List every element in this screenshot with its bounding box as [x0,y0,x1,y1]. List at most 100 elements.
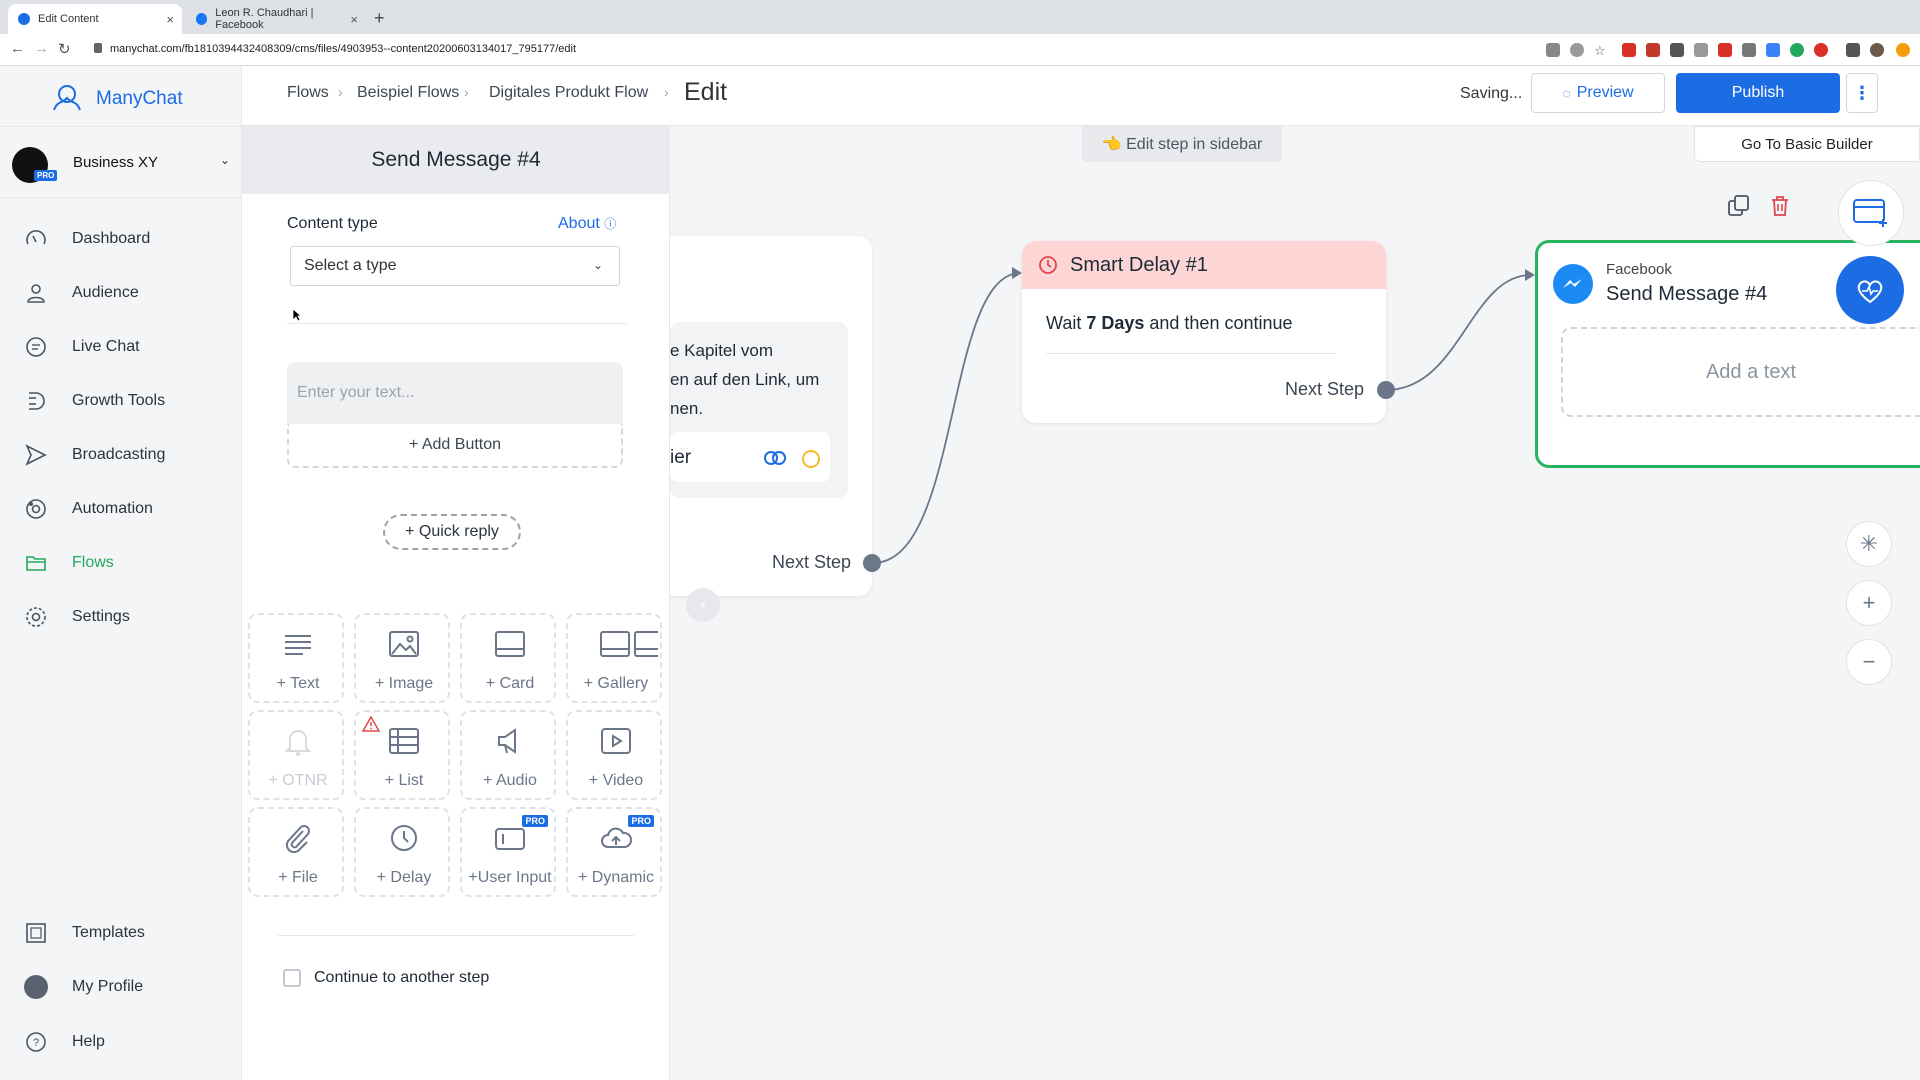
breadcrumb-flows[interactable]: Flows [287,84,329,101]
browser-tab-facebook[interactable]: Leon R. Chaudhari | Facebook × [186,4,366,34]
sidebar-item-growth-tools[interactable]: Growth Tools [0,381,242,421]
star-icon[interactable]: ☆ [1594,43,1606,58]
browser-tab-bar: Edit Content × Leon R. Chaudhari | Faceb… [0,0,1920,34]
add-text-tile[interactable]: + Text [248,613,344,703]
panel-title[interactable]: Send Message #4 [371,148,541,171]
add-dynamic-tile[interactable]: PRO + Dynamic [566,807,662,897]
browser-tab-edit-content[interactable]: Edit Content × [8,4,182,34]
add-step-button[interactable] [1838,180,1904,246]
update-icon[interactable] [1896,43,1910,57]
add-image-tile[interactable]: + Image [354,613,450,703]
reading-list-icon[interactable] [1846,43,1860,57]
message-text-input[interactable]: Enter your text... [287,362,623,424]
content-type-label: Content type [287,215,378,232]
close-icon[interactable]: × [350,11,358,27]
sidebar-item-label: Growth Tools [72,392,166,409]
zoom-icon[interactable] [1570,43,1584,57]
extension-icon[interactable] [1670,43,1684,57]
extension-icon[interactable] [1790,43,1804,57]
sidebar-item-broadcasting[interactable]: Broadcasting [0,435,242,475]
address-bar: ← → ↻ manychat.com/fb181039443240830​9/c… [0,34,1920,66]
user-icon [27,284,45,303]
sidebar-item-audience[interactable]: Audience [0,273,242,313]
health-check-button[interactable] [1836,256,1904,324]
forward-icon[interactable]: → [34,40,49,57]
pro-badge: PRO [34,170,58,181]
messenger-icon: ◌ [1562,85,1571,101]
account-switcher[interactable]: PRO Business XY ⌄ [0,126,242,198]
profile-avatar-icon[interactable] [1870,43,1884,57]
more-options-button[interactable]: ⋮ [1846,73,1878,113]
add-card-tile[interactable]: + Card [460,613,556,703]
sidebar-item-label: Automation [72,500,153,517]
sidebar-item-my-profile[interactable]: My Profile [0,967,242,1007]
sidebar-item-label: Settings [72,608,130,625]
add-video-tile[interactable]: + Video [566,710,662,800]
sidebar-item-automation[interactable]: Automation [0,489,242,529]
sidebar-item-help[interactable]: ? Help [0,1022,242,1062]
extension-icon[interactable] [1694,43,1708,57]
preview-button[interactable]: ◌ Preview [1531,73,1665,113]
new-tab-icon[interactable]: + [374,8,385,28]
add-otnr-tile[interactable]: + OTNR [248,710,344,800]
add-delay-tile[interactable]: + Delay [354,807,450,897]
add-card-icon [1853,199,1887,227]
page-title: Edit [684,78,728,106]
brand-name: ManyChat [96,88,183,109]
zoom-in-button[interactable]: + [1846,580,1892,626]
content-type-select[interactable]: Select a type ⌄ [290,246,620,286]
about-link[interactable]: About ⓘ [558,215,616,233]
duplicate-icon[interactable] [1726,193,1752,219]
status-ring-icon [802,450,820,468]
extension-icon[interactable] [1766,43,1780,57]
magic-wand-button[interactable]: ✳ [1846,521,1892,567]
add-audio-tile[interactable]: + Audio [460,710,556,800]
breadcrumb-digitales-produkt-flow[interactable]: Digitales Produkt Flow [489,84,649,101]
url-field[interactable]: manychat.com/fb181039443240830​9/cms/fil… [94,43,576,55]
back-icon[interactable]: ← [10,40,25,57]
continue-label: Continue to another step [314,969,490,986]
go-to-basic-builder-button[interactable]: Go To Basic Builder [1694,126,1920,162]
add-list-tile[interactable]: + List [354,710,450,800]
extension-icon[interactable] [1718,43,1732,57]
publish-button[interactable]: Publish [1676,73,1840,113]
add-file-tile[interactable]: + File [248,807,344,897]
message-button-label: ier [670,447,692,468]
sidebar-item-dashboard[interactable]: Dashboard [0,219,242,259]
add-text-placeholder[interactable]: Add a text [1561,327,1920,417]
breadcrumb-beispiel-flows[interactable]: Beispiel Flows [357,84,460,101]
trash-icon[interactable] [1767,193,1793,219]
select-value: Select a type [304,257,397,274]
sidebar-item-flows[interactable]: Flows [0,543,242,583]
add-user-input-tile[interactable]: PRO +User Input [460,807,556,897]
url-text: manychat.com/fb181039443240830​9/cms/fil… [110,43,577,55]
sidebar-item-label: Help [72,1033,105,1050]
close-icon[interactable]: × [166,11,174,27]
sidebar-item-settings[interactable]: Settings [0,597,242,637]
sidebar-item-live-chat[interactable]: Live Chat [0,327,242,367]
next-step-handle[interactable] [863,554,881,572]
continue-checkbox[interactable] [283,969,301,987]
collapse-panel-button[interactable]: ‹ [686,588,720,622]
manychat-logo[interactable]: ManyChat [48,82,183,116]
add-button-button[interactable]: + Add Button [287,424,623,468]
card-icon [495,631,525,657]
extension-icon[interactable] [1622,43,1636,57]
pro-badge: PRO [628,815,654,827]
reload-icon[interactable]: ↻ [58,41,71,58]
tile-label: + File [278,869,318,886]
quick-reply-button[interactable]: + Quick reply [383,514,521,550]
next-step-handle[interactable] [1377,381,1395,399]
smart-delay-node[interactable]: Smart Delay #1 Wait 7 Days and then cont… [1022,241,1386,423]
mouse-cursor-icon [292,308,302,322]
sidebar-item-label: Templates [72,924,145,941]
sidebar-item-templates[interactable]: Templates [0,913,242,953]
panel-header: Send Message #4 [242,126,670,194]
add-gallery-tile[interactable]: + Gallery [566,613,662,703]
extension-icon[interactable] [1814,43,1828,57]
zoom-out-button[interactable]: − [1846,639,1892,685]
extension-icon[interactable] [1646,43,1660,57]
sidebar-item-label: Flows [72,554,114,571]
extension-icon[interactable] [1742,43,1756,57]
translate-icon[interactable] [1546,43,1560,57]
